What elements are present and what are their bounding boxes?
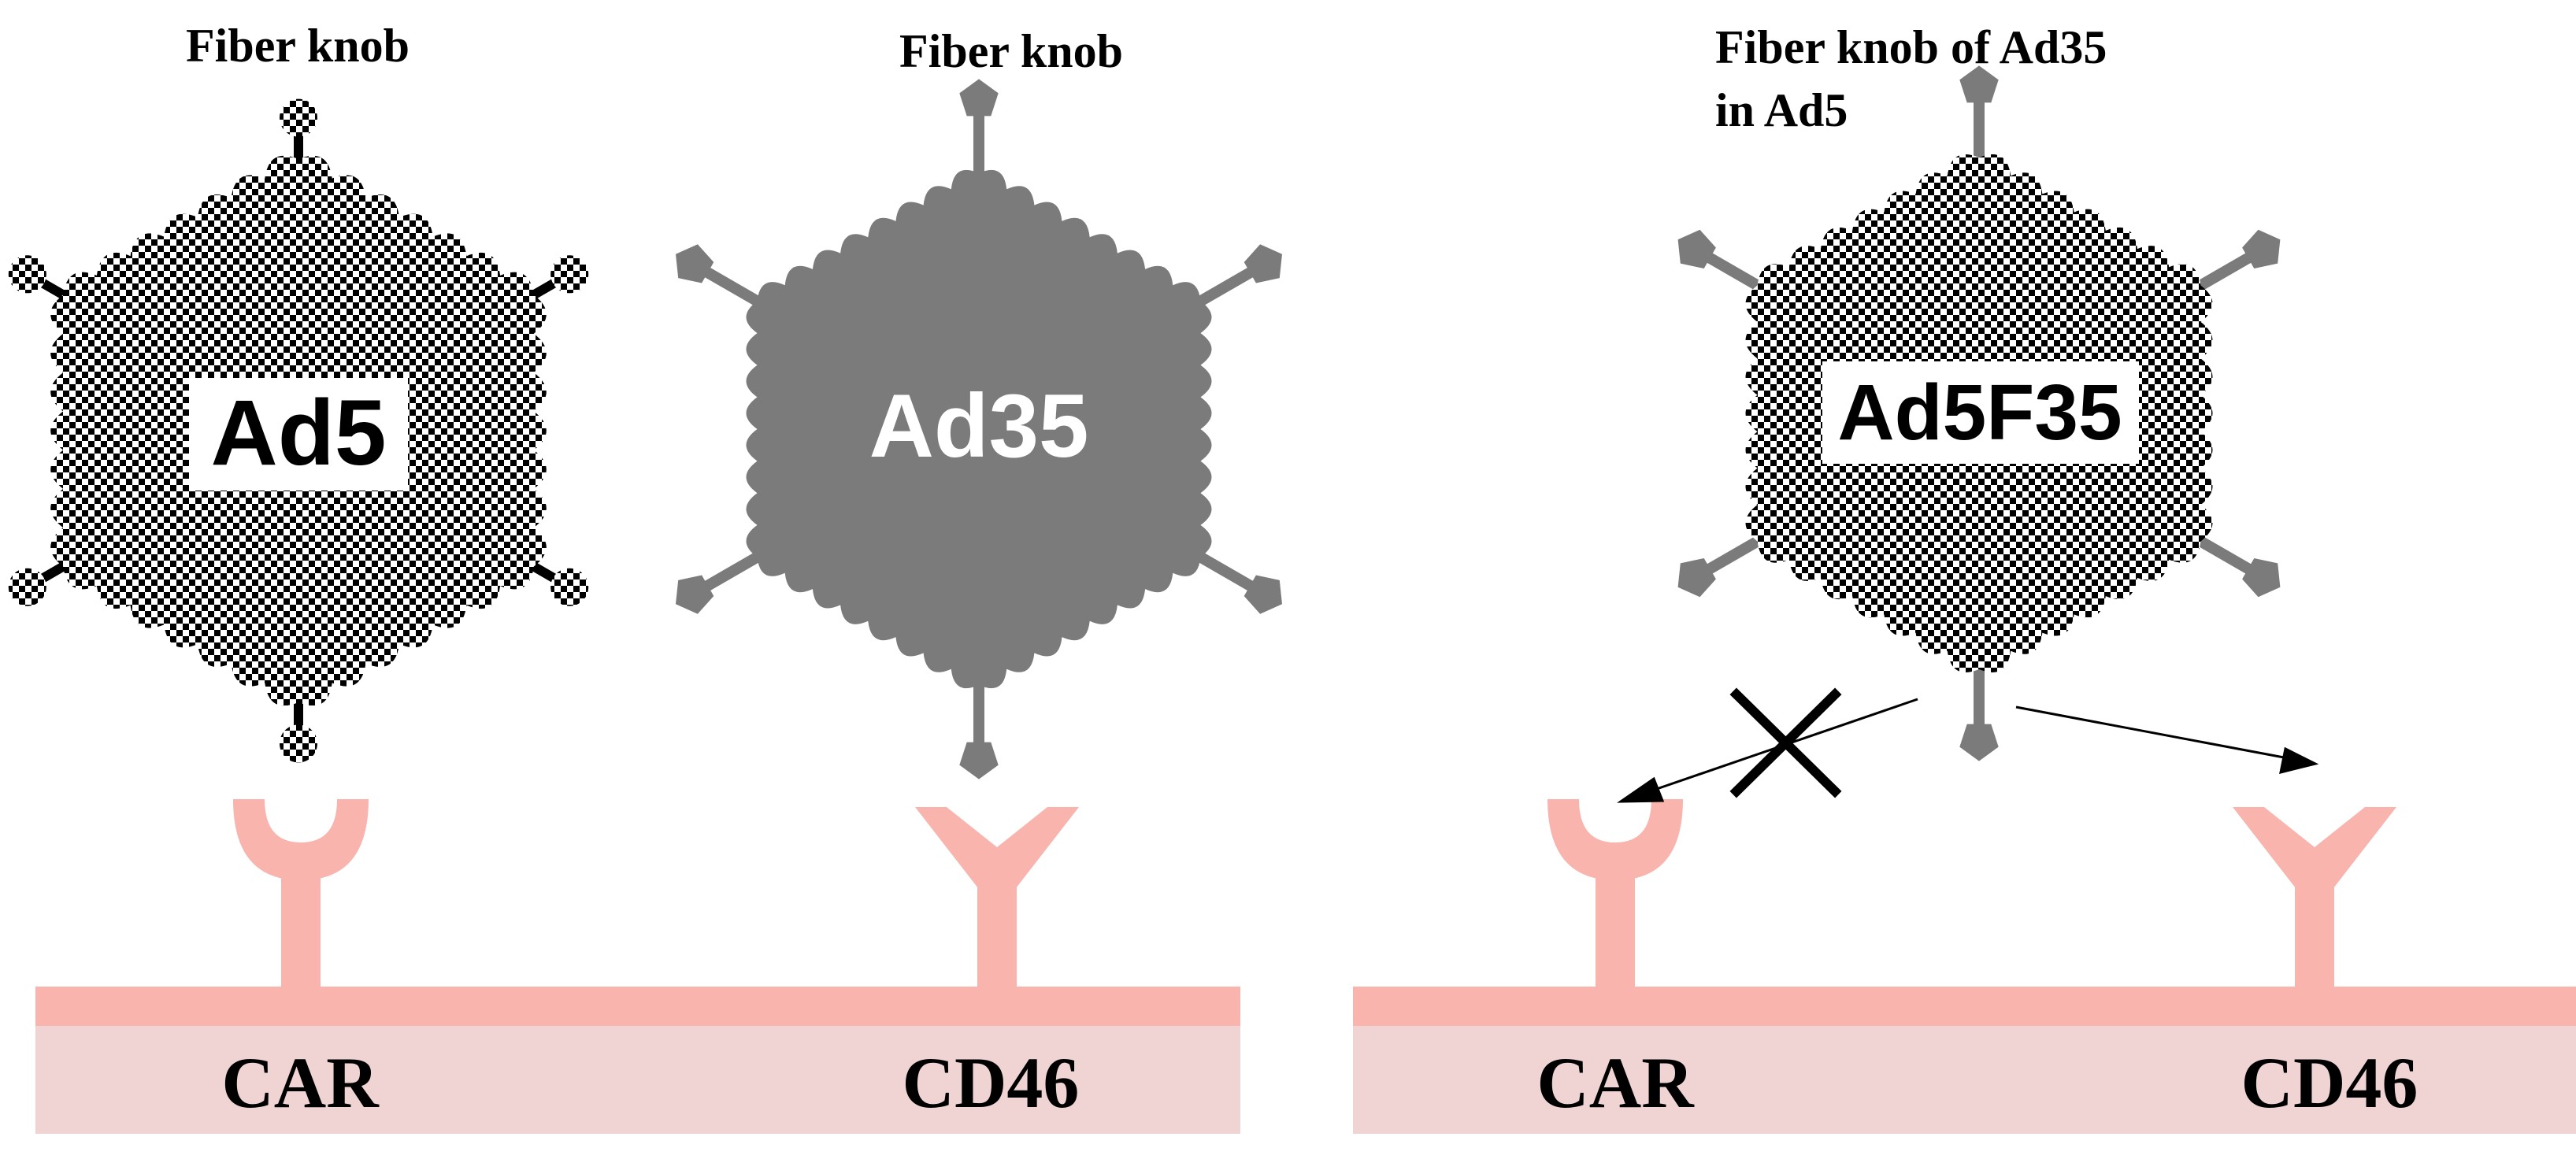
ad5f35-virus: Ad5F35: [1677, 65, 2281, 761]
car-receptor-right-icon: [1547, 799, 1683, 992]
right-membrane-band: [1353, 987, 2576, 1026]
car-right-label: CAR: [1536, 1042, 1695, 1123]
pentagon-knob-icon: [1244, 244, 1282, 283]
arrow-to-cd46-head: [2279, 746, 2319, 775]
ad5-virus: Ad5: [8, 98, 589, 763]
ad35-fiber-knob-label: Fiber knob: [899, 25, 1123, 77]
pentagon-knob-icon: [1959, 65, 1999, 103]
cd46-receptor-icon: [915, 807, 1079, 992]
ad35-virus: Ad35: [676, 79, 1282, 779]
ad5-name-box: [189, 378, 408, 491]
pentagon-knob-icon: [959, 742, 999, 779]
pentagon-knob-icon: [1677, 229, 1716, 268]
round-knob-icon: [280, 98, 317, 137]
round-knob-icon: [8, 568, 46, 606]
ad5f35-fiber-knob-label-line2: in Ad5: [1715, 84, 1848, 136]
pentagon-knob-icon: [2242, 229, 2281, 268]
ad35-name: Ad35: [869, 376, 1089, 476]
arrow-to-cd46: [2015, 705, 2285, 759]
round-knob-icon: [550, 255, 589, 294]
car-receptor-icon: [233, 799, 369, 992]
left-membrane-band: [35, 987, 1240, 1026]
pentagon-knob-icon: [2242, 558, 2281, 598]
round-knob-icon: [550, 568, 589, 606]
pentagon-knob-icon: [1959, 724, 1999, 761]
ad5-fiber-knob-label: Fiber knob: [186, 20, 410, 72]
cd46-receptor-right-icon: [2233, 807, 2396, 992]
round-knob-icon: [280, 724, 317, 763]
pentagon-knob-icon: [959, 79, 999, 117]
cd46-right-label: CD46: [2241, 1042, 2418, 1123]
ad5f35-name-box: [1822, 361, 2139, 464]
right-panel: Ad5F35 Fiber knob of Ad35 in Ad5 CAR CD4…: [1353, 21, 2576, 1134]
ad5-name: Ad5: [211, 381, 387, 485]
ad5f35-name: Ad5F35: [1837, 368, 2122, 457]
ad5f35-fiber-knob-label: Fiber knob of Ad35: [1715, 21, 2107, 73]
left-panel: Ad5 Ad35 Fiber knob Fiber knob CAR CD46: [8, 20, 1282, 1134]
pentagon-knob-icon: [1677, 558, 1716, 598]
right-membrane: [1353, 987, 2576, 1134]
pentagon-knob-icon: [676, 575, 714, 614]
left-membrane: [35, 987, 1240, 1134]
cross-icon: [1729, 687, 1842, 798]
ad35-capsid: [746, 169, 1212, 689]
right-membrane-fill: [1353, 1026, 2576, 1134]
pentagon-knob-icon: [1244, 575, 1282, 614]
round-knob-icon: [8, 255, 46, 294]
car-label: CAR: [221, 1042, 380, 1123]
cd46-label: CD46: [903, 1042, 1080, 1123]
left-membrane-fill: [35, 1026, 1240, 1134]
arrow-to-car-head: [1617, 776, 1665, 803]
ad5-fiber-knobs: [8, 98, 589, 763]
pentagon-knob-icon: [676, 244, 714, 283]
